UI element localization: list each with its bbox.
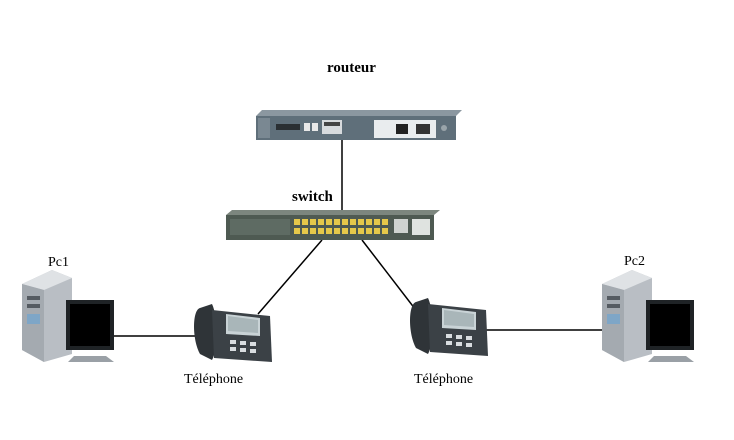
link-switch-phone-left <box>257 239 323 315</box>
link-switch-phone-right <box>361 239 423 319</box>
phone-left-label: Téléphone <box>184 372 244 387</box>
pc1-label: Pc1 <box>48 255 69 270</box>
pc1-desktop-icon <box>22 270 118 366</box>
pc2-label: Pc2 <box>624 254 645 269</box>
router-label: routeur <box>327 60 376 76</box>
phone-right-label: Téléphone <box>414 372 474 387</box>
switch-icon <box>226 210 440 240</box>
router-icon <box>256 110 462 140</box>
pc2-desktop-icon <box>602 270 698 366</box>
phone-left-icon <box>190 300 274 366</box>
phone-right-icon <box>406 294 490 360</box>
switch-label: switch <box>292 189 333 205</box>
